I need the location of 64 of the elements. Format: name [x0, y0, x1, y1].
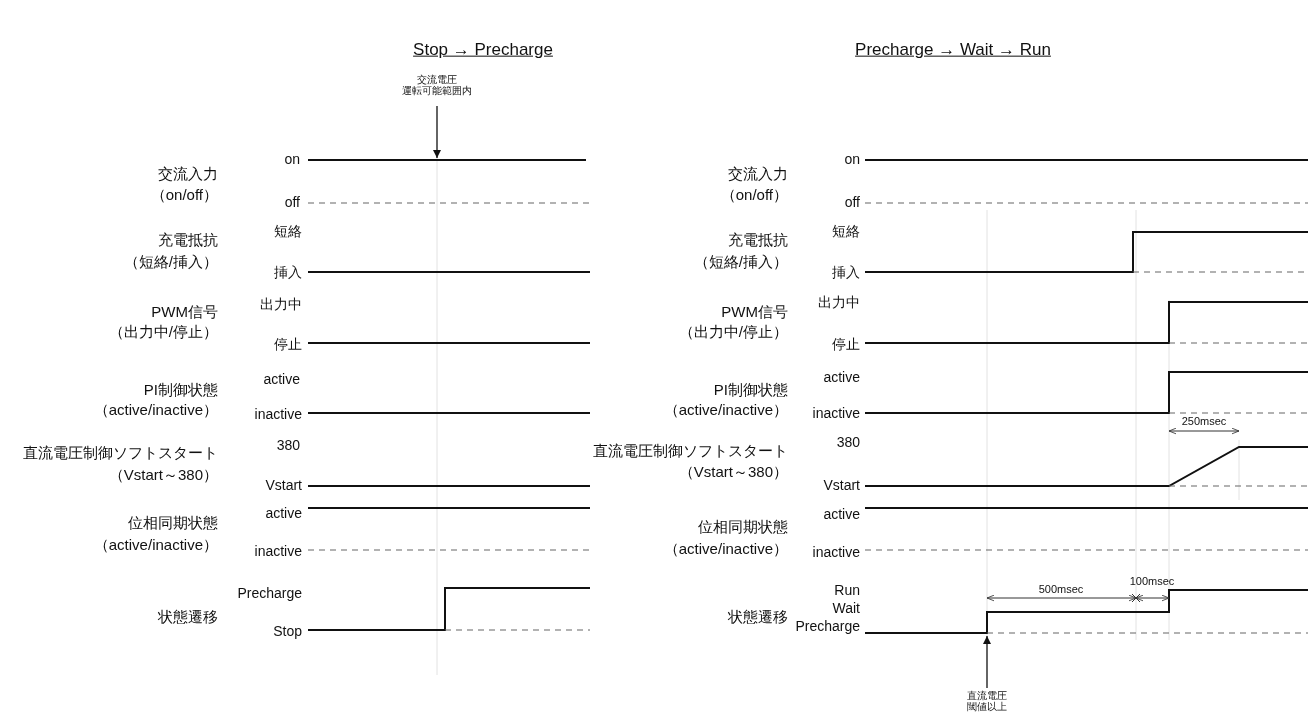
state-label: inactive	[254, 544, 302, 560]
signal-name: 状態遷移	[158, 608, 218, 626]
signal-name: （Vstart～380）	[678, 463, 788, 481]
signal-name: PI制御状態	[713, 381, 788, 399]
signal-name: PI制御状態	[143, 381, 218, 399]
signal-name: 充電抵抗	[158, 231, 218, 249]
signal-name: 交流入力	[728, 165, 788, 183]
state-label: Vstart	[823, 478, 860, 494]
signal-name: 交流入力	[158, 165, 218, 183]
state-label: off	[844, 195, 860, 211]
state-label: Run	[834, 583, 860, 599]
arrow	[433, 105, 441, 159]
signal-name: 位相同期状態	[128, 514, 218, 532]
state-label: Vstart	[265, 478, 302, 494]
panel-title: Precharge → Wait → Run	[855, 40, 1051, 60]
signal-name: （出力中/停止）	[678, 323, 788, 341]
signal-name: （短絡/挿入）	[693, 253, 788, 271]
state-label: inactive	[812, 545, 860, 561]
state-label: 380	[276, 438, 300, 454]
signal-name: （on/off）	[720, 186, 788, 204]
state-label: active	[263, 372, 300, 388]
duration-label: 250msec	[1181, 414, 1227, 428]
arrow	[983, 635, 991, 689]
state-label: 停止	[274, 337, 302, 353]
signal-name: （on/off）	[150, 186, 218, 204]
state-label: inactive	[254, 407, 302, 423]
signal-name: （active/inactive）	[663, 540, 788, 558]
state-label: active	[265, 506, 302, 522]
signal-name: 状態遷移	[728, 608, 788, 626]
state-label: on	[284, 152, 300, 168]
signal-name: （Vstart～380）	[108, 466, 218, 484]
state-label: 出力中	[818, 295, 860, 311]
duration-label: 100msec	[1129, 574, 1175, 588]
state-label: Precharge	[237, 586, 302, 602]
signal-name: （active/inactive）	[663, 401, 788, 419]
annotation-text: 直流電圧 閾値以上	[967, 690, 1007, 712]
duration-label: 500msec	[1038, 582, 1084, 596]
state-label: off	[284, 195, 300, 211]
state-label: 380	[836, 435, 860, 451]
state-label: 挿入	[832, 265, 860, 281]
state-label: inactive	[812, 406, 860, 422]
state-label: on	[844, 152, 860, 168]
signal-name: （出力中/停止）	[108, 323, 218, 341]
signal-name: PWM信号	[721, 303, 788, 321]
state-label: active	[823, 370, 860, 386]
state-label: 短絡	[274, 224, 302, 240]
signal-name: 直流電圧制御ソフトスタート	[23, 444, 218, 462]
annotation-text: 交流電圧 運転可能範囲内	[402, 74, 472, 96]
signal-name: （active/inactive）	[93, 536, 218, 554]
signal-name: （短絡/挿入）	[123, 253, 218, 271]
state-label: 出力中	[260, 297, 302, 313]
state-label: 挿入	[274, 265, 302, 281]
state-label: active	[823, 507, 860, 523]
state-label: Stop	[273, 624, 302, 640]
panel-title: Stop → Precharge	[413, 40, 553, 60]
state-label: 停止	[832, 337, 860, 353]
signal-name: PWM信号	[151, 303, 218, 321]
signal-name: 直流電圧制御ソフトスタート	[593, 442, 788, 460]
signal-name: 位相同期状態	[698, 518, 788, 536]
signal-name: 充電抵抗	[728, 231, 788, 249]
state-label: Wait	[832, 601, 860, 617]
state-label: Precharge	[795, 619, 860, 635]
signal-name: （active/inactive）	[93, 401, 218, 419]
state-label: 短絡	[832, 224, 860, 240]
